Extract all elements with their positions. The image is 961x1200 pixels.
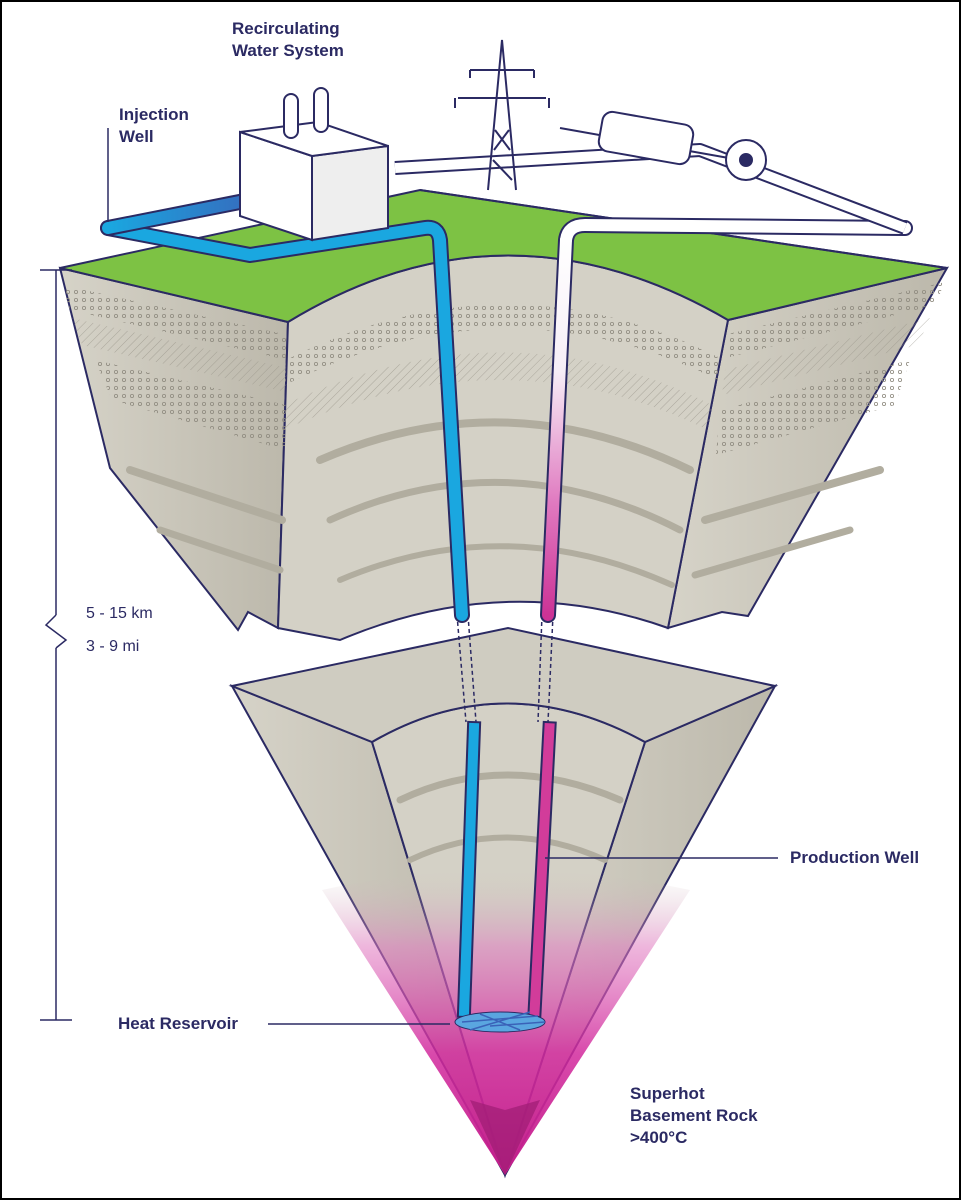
- depth-km-label: 5 - 15 km: [86, 605, 153, 622]
- depth-break-connectors: [456, 614, 554, 723]
- water-system-building: [239, 87, 389, 242]
- turbine-generator: [559, 110, 767, 181]
- callout-lines: [107, 128, 778, 1025]
- production-well-label: Production Well: [790, 848, 920, 867]
- recirculating-water-system-label: Recirculating Water System: [232, 19, 344, 60]
- heat-reservoir-label: Heat Reservoir: [118, 1014, 239, 1033]
- depth-bracket: [40, 269, 72, 1021]
- heat-reservoir-fractures: [454, 1011, 546, 1033]
- upper-earth-block: [58, 188, 950, 642]
- transmission-tower: [454, 39, 550, 191]
- injection-well-label: Injection Well: [119, 105, 189, 146]
- depth-mi-label: 3 - 9 mi: [86, 638, 140, 655]
- superhot-basement-rock-label: Superhot Basement Rock >400°C: [630, 1084, 758, 1147]
